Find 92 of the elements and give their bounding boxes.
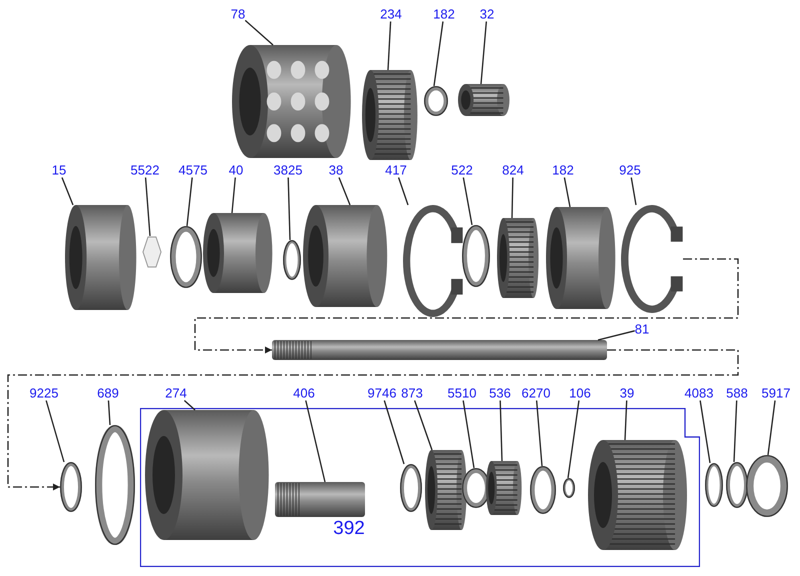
callout-number: 39 [620,386,634,400]
leader-line [288,177,291,240]
leader-line [500,400,503,462]
drum-drawing [303,205,388,307]
callout-number: 689 [97,386,119,400]
gear-drawing [362,70,418,160]
flow-arrow [194,258,739,354]
leader-line [462,177,473,226]
callout-number: 522 [451,162,473,178]
shaft-drawing [275,482,365,517]
leader-line [338,177,351,206]
callout-number: 5510 [448,386,476,400]
leader-line [733,400,738,462]
ring-drawing [462,225,490,287]
callout-number: 15 [52,162,66,178]
leader-line [144,177,151,236]
callout-number: 4083 [684,386,714,400]
callout-number: 38 [328,162,344,178]
callout-number: 32 [480,6,494,22]
drum-drawing [203,213,273,293]
callout-number: 536 [489,386,511,400]
leader-line [186,177,193,226]
band-drawing [621,205,683,313]
callout-number: 6270 [522,386,550,400]
leader-line [567,400,580,478]
leader-line [536,400,543,466]
callout-number: 106 [569,386,591,400]
callout-number: 234 [380,6,402,22]
ring-drawing [95,425,135,545]
gear-drawing [497,218,539,298]
leader-line [564,177,571,208]
ring-drawing [424,86,448,116]
callout-number: 5917 [762,386,790,400]
band-drawing [403,205,463,317]
leader-line [511,177,514,218]
leader-line [598,330,635,341]
callout-number: 873 [401,386,423,400]
callout-number: 9225 [30,386,58,400]
callout-number: 588 [726,386,748,400]
ring-drawing [705,463,723,507]
callout-number: 4575 [178,162,208,178]
callout-number: 9746 [368,386,396,400]
callout-number: 81 [634,322,650,336]
leader-line [184,400,196,410]
callout-number: 78 [230,6,246,22]
leader-line [384,400,405,464]
callout-number: 3825 [274,162,302,178]
gear-drawing [458,84,510,116]
callout-number: 417 [385,162,407,178]
callout-number: 406 [293,386,315,400]
ring-drawing [726,462,748,508]
shaft-drawing [272,340,607,360]
gear-drawing [486,461,522,515]
leader-line [46,400,65,462]
leader-line [414,400,433,450]
leader-line [767,400,776,456]
callout-number: 182 [552,162,574,178]
leader-line [398,177,409,206]
callout-number: 392 [333,518,365,540]
callout-number: 274 [165,386,187,400]
ring-drawing [283,240,301,280]
ring-drawing [530,466,556,514]
callout-number: 824 [502,162,524,178]
drum-drawing [65,205,137,310]
ring-drawing [746,455,788,517]
leader-line [700,400,711,464]
leader-line [244,20,274,46]
leader-line [231,177,236,214]
leader-line [433,21,444,86]
ring-drawing [170,226,202,288]
ring-drawing [60,462,82,512]
ring-drawing [400,464,422,512]
leader-line [480,21,487,84]
differential-drawing [588,440,688,550]
leader-line [61,177,74,206]
drum-drawing [145,410,270,540]
bushing-drawing [142,236,162,268]
callout-number: 182 [433,6,455,22]
leader-line [462,400,475,468]
leader-line [387,21,392,70]
callout-number: 40 [228,162,244,178]
drum-drawing [546,207,616,309]
cage-drawing [232,45,352,158]
leader-line [630,177,637,206]
callout-number: 5522 [130,162,160,178]
leader-line [108,400,111,426]
leader-line [624,400,628,440]
leader-line [305,400,326,482]
gear-drawing [425,450,467,530]
callout-number: 925 [619,162,641,178]
ring-drawing [563,478,575,498]
flow-arrow [7,349,739,490]
